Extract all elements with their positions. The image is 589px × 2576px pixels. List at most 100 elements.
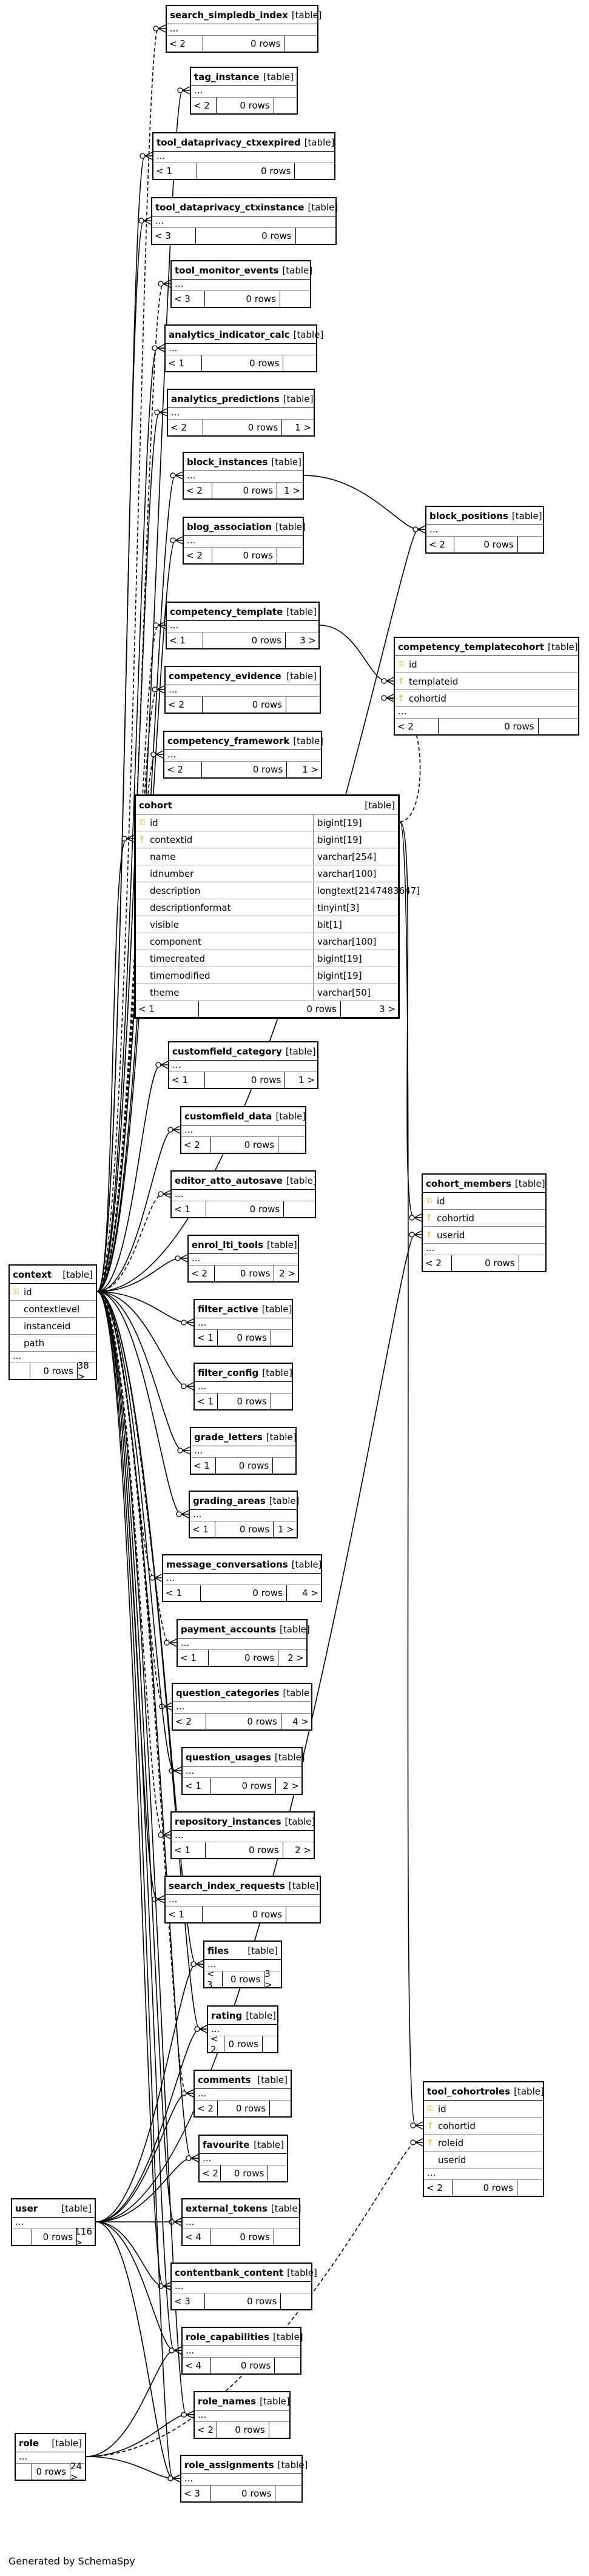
children-count[interactable]: 3 > xyxy=(285,632,318,648)
table-name[interactable]: grade_letters xyxy=(194,1431,263,1443)
parents-count[interactable]: < 1 xyxy=(167,632,203,648)
parents-count[interactable]: < 1 xyxy=(153,163,197,179)
table-name[interactable]: editor_atto_autosave xyxy=(175,1175,283,1186)
children-count[interactable] xyxy=(276,548,303,563)
parents-count[interactable]: < 2 xyxy=(184,483,213,498)
table-name[interactable]: question_usages xyxy=(186,1751,271,1763)
parents-count[interactable]: < 4 xyxy=(183,2229,211,2245)
parents-count[interactable]: < 2 xyxy=(424,2180,453,2196)
children-count[interactable] xyxy=(295,228,335,244)
column-row[interactable]: ⚿id xyxy=(395,656,578,673)
children-count[interactable]: 2 > xyxy=(278,1650,306,1666)
parents-count[interactable]: < 3 xyxy=(204,1968,223,1990)
column-row[interactable]: †cohortid xyxy=(395,690,578,707)
parents-count[interactable]: < 1 xyxy=(166,1907,203,1922)
children-count[interactable] xyxy=(269,2101,291,2116)
table-name[interactable]: filter_active xyxy=(198,1303,258,1315)
parents-count[interactable]: < 2 xyxy=(395,719,439,734)
children-count[interactable] xyxy=(294,163,334,179)
table-name[interactable]: analytics_indicator_calc xyxy=(169,329,290,340)
table-name[interactable]: cohort xyxy=(139,799,172,811)
table-tool-dataprivacy-ctxinstance[interactable]: tool_dataprivacy_ctxinstance[table]...< … xyxy=(151,197,338,245)
parents-count[interactable]: < 2 xyxy=(181,1137,211,1153)
table-name[interactable]: analytics_predictions xyxy=(171,393,280,404)
table-name[interactable]: competency_evidence xyxy=(169,670,281,682)
column-row[interactable]: †templateid xyxy=(395,673,578,690)
table-name[interactable]: context xyxy=(13,1269,52,1280)
children-count[interactable] xyxy=(268,2165,287,2181)
parents-count[interactable]: < 2 xyxy=(189,1266,215,1281)
children-count[interactable] xyxy=(270,1330,292,1346)
parents-count[interactable]: < 1 xyxy=(166,355,202,371)
parents-count[interactable]: < 1 xyxy=(195,1394,218,1409)
children-count[interactable] xyxy=(537,719,578,734)
table-name[interactable]: files xyxy=(207,1945,229,1956)
children-count[interactable] xyxy=(275,2486,301,2501)
parents-count[interactable]: < 3 xyxy=(172,2293,206,2309)
table-name[interactable]: role_capabilities xyxy=(186,2331,269,2343)
children-count[interactable]: 2 > xyxy=(275,1778,301,1794)
table-name[interactable]: payment_accounts xyxy=(181,1623,276,1635)
parents-count[interactable]: < 1 xyxy=(191,1458,217,1474)
parents-count[interactable]: < 2 xyxy=(164,762,202,777)
table-tool-cohortroles[interactable]: tool_cohortroles[table]⚿id†cohortid†role… xyxy=(423,2081,544,2197)
children-count[interactable] xyxy=(279,291,310,307)
children-count[interactable]: 2 > xyxy=(274,1266,298,1281)
table-name[interactable]: contentbank_content xyxy=(175,2267,284,2278)
parents-count[interactable]: < 1 xyxy=(163,1585,201,1601)
column-row[interactable]: †cohortid xyxy=(423,1210,545,1227)
parents-count[interactable]: < 1 xyxy=(183,1778,212,1794)
children-count[interactable] xyxy=(286,1907,320,1922)
table-name[interactable]: role_assignments xyxy=(184,2459,274,2470)
parents-count[interactable]: < 2 xyxy=(173,1714,206,1729)
column-row[interactable]: path xyxy=(10,1335,96,1352)
column-row[interactable]: ⚿id xyxy=(10,1284,96,1301)
children-count[interactable]: 4 > xyxy=(280,1714,311,1729)
table-name[interactable]: role xyxy=(19,2437,39,2449)
table-name[interactable]: competency_templatecohort xyxy=(398,641,544,652)
table-name[interactable]: block_positions xyxy=(429,510,508,522)
parents-count[interactable]: < 2 xyxy=(168,420,203,435)
children-count[interactable] xyxy=(278,1137,305,1153)
children-count[interactable]: 4 > xyxy=(286,1585,321,1601)
children-count[interactable] xyxy=(274,2358,300,2373)
table-name[interactable]: tool_dataprivacy_ctxinstance xyxy=(155,201,305,213)
table-name[interactable]: filter_config xyxy=(198,1367,259,1378)
children-count[interactable]: 1 > xyxy=(284,1072,317,1088)
children-count[interactable] xyxy=(268,2422,289,2438)
children-count[interactable] xyxy=(272,1458,295,1474)
table-name[interactable]: external_tokens xyxy=(186,2202,268,2214)
table-competency-templatecohort[interactable]: competency_templatecohort[table]⚿id†temp… xyxy=(394,637,579,736)
parents-count[interactable] xyxy=(12,2229,32,2245)
table-name[interactable]: block_instances xyxy=(187,456,268,468)
table-name[interactable]: cohort_members xyxy=(426,1178,511,1189)
parents-count[interactable]: < 1 xyxy=(172,1842,206,1858)
children-count[interactable] xyxy=(280,2293,311,2309)
